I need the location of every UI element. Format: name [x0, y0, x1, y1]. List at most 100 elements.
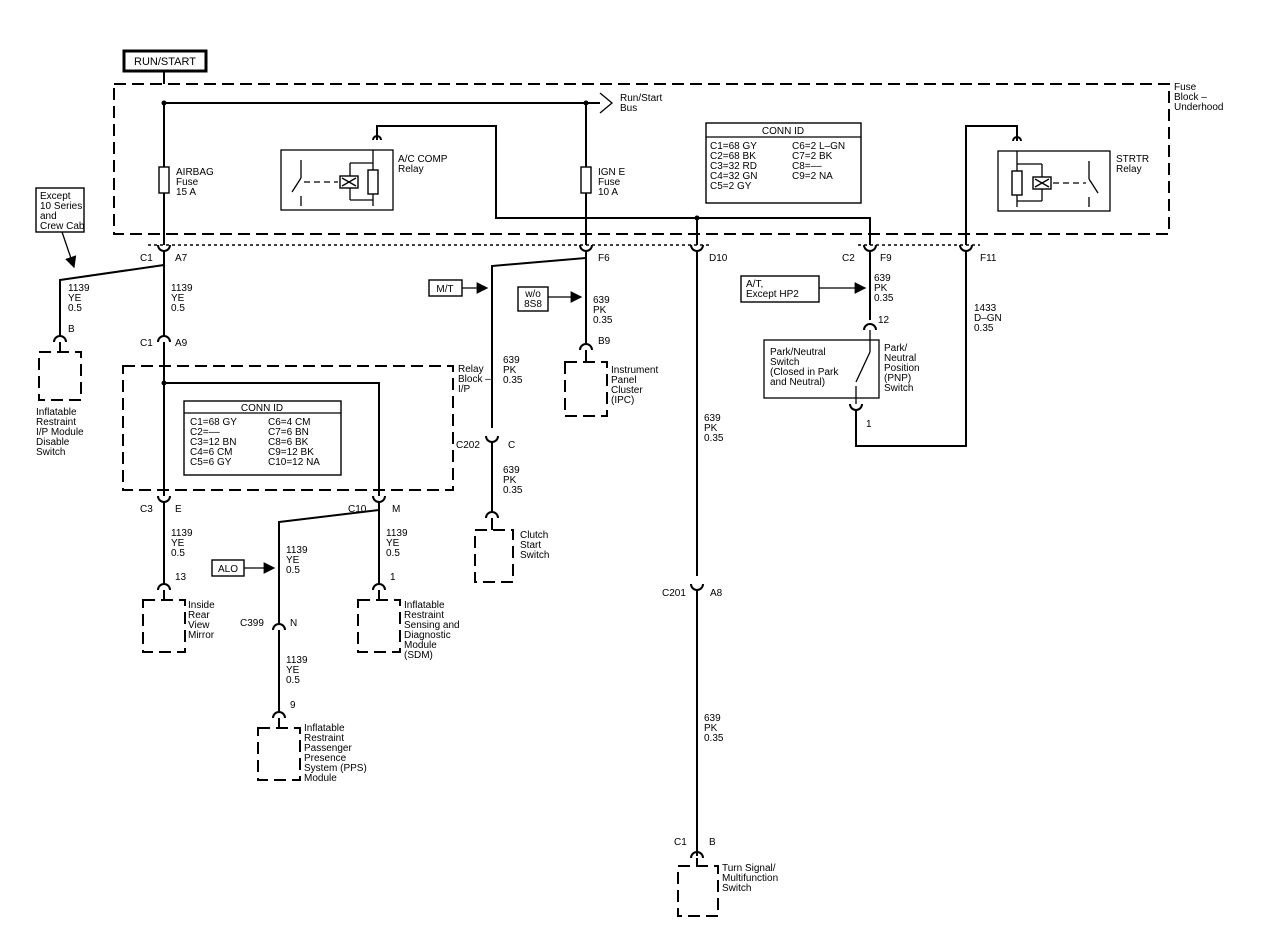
wire-639-ipc-label: 639 PK 0.35	[593, 295, 613, 326]
pnp-switch-box	[763, 339, 880, 399]
svg-text:Inside: Inside	[188, 600, 215, 611]
svg-text:C10=12 NA: C10=12 NA	[268, 457, 320, 468]
svg-text:A/T,: A/T,	[746, 279, 763, 290]
connector-c3-e-label: C3 E	[140, 504, 182, 515]
svg-text:0.5: 0.5	[171, 548, 185, 559]
svg-text:View: View	[188, 620, 210, 631]
svg-text:F9: F9	[880, 253, 892, 264]
alo-option-box: ALO	[211, 559, 245, 577]
svg-text:Switch: Switch	[770, 357, 799, 368]
svg-text:Relay: Relay	[1116, 164, 1142, 175]
disable-switch-box	[38, 351, 82, 401]
svg-text:CONN ID: CONN ID	[241, 403, 283, 414]
svg-text:C1: C1	[674, 837, 687, 848]
svg-text:PK: PK	[503, 475, 517, 486]
svg-text:1139: 1139	[286, 545, 308, 556]
run-start-bus-label: Run/Start Bus	[620, 93, 662, 114]
svg-text:C201: C201	[662, 588, 686, 599]
sdm-label: Inflatable Restraint Sensing and Diagnos…	[404, 600, 460, 661]
turn-signal-box	[677, 865, 719, 917]
svg-text:639: 639	[503, 355, 520, 366]
relay-block-ip	[122, 365, 454, 491]
wo8s8-option-box: w/o 8S8	[517, 286, 549, 312]
pin-9-label: 9	[290, 700, 296, 711]
svg-text:639: 639	[704, 713, 721, 724]
svg-text:YE: YE	[386, 538, 400, 549]
ign-e-fuse-symbol	[580, 166, 592, 194]
wire-639-clutch2-label: 639 PK 0.35	[503, 465, 523, 496]
disable-switch-label: Inflatable Restraint I/P Module Disable …	[36, 407, 84, 458]
except-10-series-note: Except 10 Series and Crew Cab	[35, 187, 85, 233]
svg-text:0.35: 0.35	[704, 733, 724, 744]
svg-text:and Neutral): and Neutral)	[770, 377, 825, 388]
wire-1139-f-label: 1139 YE 0.5	[286, 655, 308, 686]
svg-text:Crew Cab: Crew Cab	[40, 221, 85, 232]
svg-text:Start: Start	[520, 540, 541, 551]
strtr-relay	[965, 125, 1111, 245]
svg-text:1139: 1139	[171, 528, 193, 539]
mt-option-box: M/T	[428, 279, 463, 297]
airbag-fuse-symbol	[158, 166, 170, 194]
svg-text:Restraint: Restraint	[36, 417, 76, 428]
wire-1139-c-label: 1139 YE 0.5	[171, 528, 193, 559]
svg-text:RUN/START: RUN/START	[134, 56, 196, 68]
svg-text:1139: 1139	[286, 655, 308, 666]
svg-text:A7: A7	[175, 253, 188, 264]
svg-text:Park/Neutral: Park/Neutral	[770, 347, 826, 358]
svg-text:639: 639	[503, 465, 520, 476]
svg-text:and: and	[40, 211, 57, 222]
run-start-label: RUN/START	[122, 49, 208, 73]
svg-text:C1: C1	[140, 253, 153, 264]
svg-text:Fuse: Fuse	[598, 177, 621, 188]
svg-text:0.5: 0.5	[286, 675, 300, 686]
connector-c202-c-label: C202 C	[456, 440, 515, 451]
connector-c399-n-label: C399 N	[240, 618, 297, 629]
wire-639-turn1-label: 639 PK 0.35	[704, 413, 724, 444]
sdm-pin-1-label: 1	[390, 572, 396, 583]
svg-text:C5=6 GY: C5=6 GY	[190, 457, 232, 468]
svg-text:YE: YE	[286, 665, 300, 676]
svg-text:Diagnostic: Diagnostic	[404, 630, 451, 641]
svg-text:C5=2 GY: C5=2 GY	[710, 181, 752, 192]
turn-signal-label: Turn Signal/ Multifunction Switch	[722, 863, 778, 894]
svg-text:Fuse: Fuse	[176, 177, 199, 188]
svg-text:C1=68 GY: C1=68 GY	[190, 417, 237, 428]
svg-text:(PNP): (PNP)	[884, 373, 911, 384]
svg-text:0.35: 0.35	[593, 315, 613, 326]
svg-text:C4=32 GN: C4=32 GN	[710, 171, 758, 182]
connector-c1-a7-label: C1 A7	[140, 253, 188, 264]
relay-block-label: Relay Block – I/P	[458, 364, 491, 395]
svg-text:0.35: 0.35	[503, 485, 523, 496]
svg-text:I/P: I/P	[458, 384, 471, 395]
svg-text:C6=4 CM: C6=4 CM	[268, 417, 311, 428]
strtr-relay-label: STRTR Relay	[1116, 154, 1149, 175]
wire-639-pnp-label: 639 PK 0.35	[874, 273, 894, 304]
svg-text:C2=––: C2=––	[190, 427, 220, 438]
wire-1139-d-label: 1139 YE 0.5	[386, 528, 408, 559]
svg-text:YE: YE	[286, 555, 300, 566]
ac-comp-relay-label: A/C COMP Relay	[398, 154, 448, 175]
svg-text:Restraint: Restraint	[304, 733, 344, 744]
svg-text:(IPC): (IPC)	[611, 395, 634, 406]
svg-text:Switch: Switch	[520, 550, 549, 561]
svg-text:N: N	[290, 618, 297, 629]
svg-text:0.5: 0.5	[68, 303, 82, 314]
svg-text:Multifunction: Multifunction	[722, 873, 778, 884]
svg-text:PK: PK	[503, 365, 517, 376]
svg-text:A/C COMP: A/C COMP	[398, 154, 448, 165]
connector-f6-label: F6	[598, 253, 610, 264]
svg-text:Switch: Switch	[36, 447, 65, 458]
svg-text:Run/Start: Run/Start	[620, 93, 662, 104]
svg-text:0.35: 0.35	[874, 293, 894, 304]
svg-text:C8=6 BK: C8=6 BK	[268, 437, 309, 448]
svg-text:YE: YE	[171, 538, 185, 549]
svg-text:Turn Signal/: Turn Signal/	[722, 863, 776, 874]
svg-text:Restraint: Restraint	[404, 610, 444, 621]
svg-text:Inflatable: Inflatable	[304, 723, 345, 734]
connector-c1-a9-label: C1 A9	[140, 338, 188, 349]
wire-1139-a-label: 1139 YE 0.5	[68, 283, 90, 314]
svg-text:w/o: w/o	[524, 289, 541, 300]
mirror-label: Inside Rear View Mirror	[188, 600, 215, 641]
fuse-block-underhood	[113, 83, 1170, 235]
